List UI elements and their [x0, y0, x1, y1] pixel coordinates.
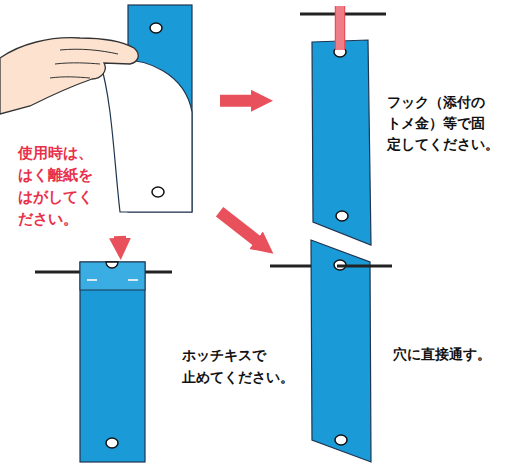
step-panel: ホッチキスで 止めてください。 [20, 262, 300, 472]
flow-arrow [220, 95, 255, 107]
flow-arrow [114, 236, 126, 242]
hook-hung-sheet [300, 6, 386, 245]
step-panel: 使用時は、 はく離紙を はがしてく ださい。 [0, 0, 218, 234]
step-panel: 穴に直接通す。 [275, 255, 513, 471]
instruction-text: 使用時は、 はく離紙を はがしてく ださい。 [18, 142, 95, 230]
stapled-sheet [35, 262, 172, 462]
wire-through-sheet [270, 240, 392, 462]
instruction-text: 穴に直接通す。 [393, 343, 497, 365]
flow-arrow [220, 212, 260, 243]
peeling-sheet [100, 5, 192, 212]
instruction-text: ホッチキスで 止めてください。 [182, 344, 296, 388]
instruction-text: フック（添付の トメ金）等で固 定してください。 [387, 92, 501, 155]
hand [0, 38, 138, 114]
step-panel: フック（添付の トメ金）等で固 定してください。 [275, 0, 515, 252]
